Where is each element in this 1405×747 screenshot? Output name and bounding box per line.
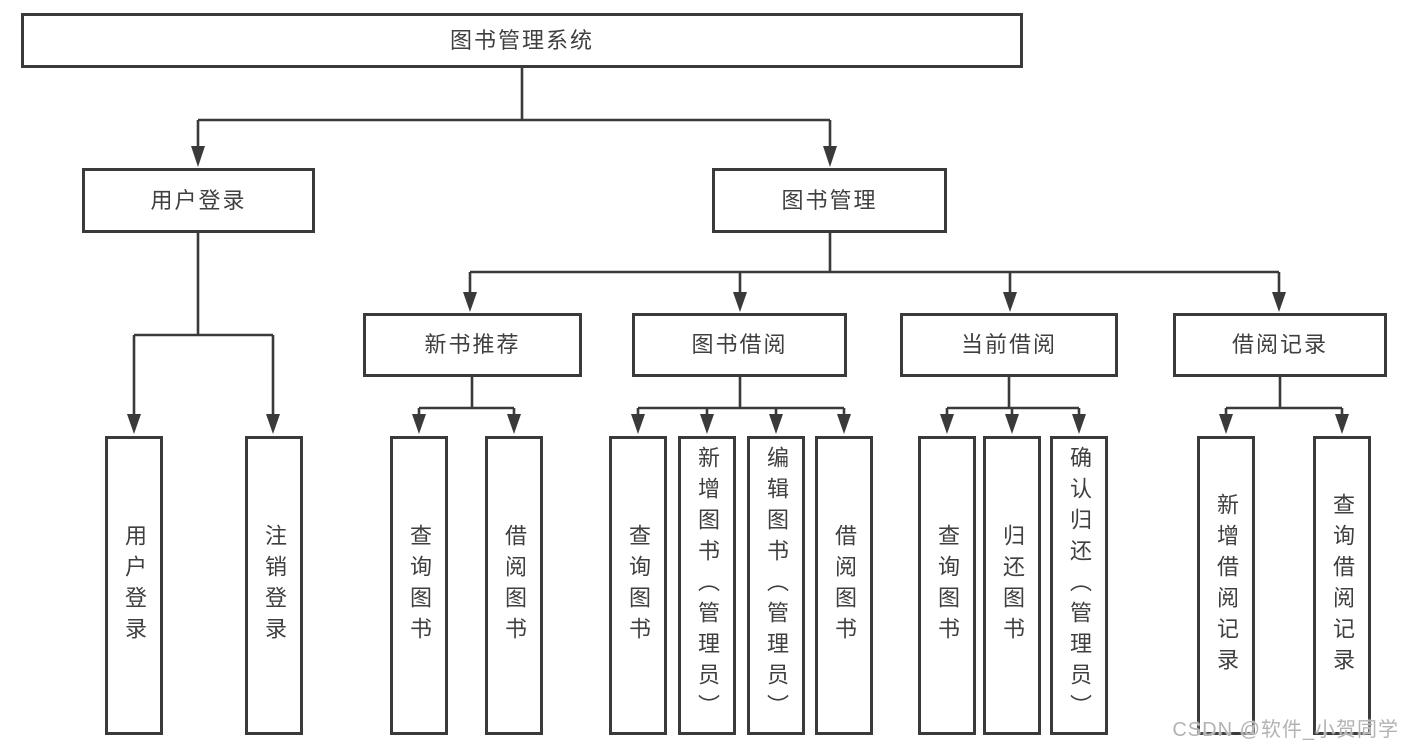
edge-borrowing-records-to-leaves: [1219, 377, 1349, 434]
node-leaf-query-books: 查询图书: [609, 436, 667, 735]
node-label: 当前借阅: [960, 332, 1057, 357]
node-label: 查询借阅记录: [1330, 492, 1355, 679]
node-user-login: 用户登录: [82, 168, 315, 233]
node-label: 查询图书: [935, 523, 960, 648]
node-label: 新增借阅记录: [1214, 492, 1239, 679]
node-leaf-edit-books-admin: 编辑图书（管理员）: [747, 436, 805, 735]
node-label: 编辑图书（管理员）: [764, 446, 789, 725]
node-label: 确认归还（管理员）: [1067, 446, 1092, 725]
node-label: 图书管理: [781, 187, 878, 213]
node-current-borrowing: 当前借阅: [900, 313, 1118, 377]
node-label: 新书推荐: [424, 332, 521, 357]
node-label: 归还图书: [1000, 523, 1025, 648]
edge-user-login-to-leaves: [127, 233, 280, 434]
node-label: 用户登录: [122, 523, 147, 648]
node-leaf-add-borrow-record: 新增借阅记录: [1197, 436, 1255, 735]
node-new-book-recommend: 新书推荐: [363, 313, 582, 377]
node-leaf-query-borrow-record: 查询借阅记录: [1313, 436, 1371, 735]
node-leaf-borrow-books: 借阅图书: [485, 436, 543, 735]
node-leaf-add-books-admin: 新增图书（管理员）: [678, 436, 736, 735]
node-leaf-user-login: 用户登录: [105, 436, 163, 735]
node-label: 新增图书（管理员）: [695, 446, 720, 725]
node-label: 借阅图书: [832, 523, 857, 648]
edge-book-borrowing-to-leaves: [631, 377, 851, 434]
edge-current-borrowing-to-leaves: [940, 377, 1086, 434]
node-borrowing-records: 借阅记录: [1173, 313, 1387, 377]
node-label: 查询图书: [626, 523, 651, 648]
node-library-management-system: 图书管理系统: [21, 13, 1023, 68]
node-leaf-query-books: 查询图书: [390, 436, 448, 735]
node-leaf-confirm-return-admin: 确认归还（管理员）: [1050, 436, 1108, 735]
edge-new-book-recommend-to-leaves: [412, 377, 521, 434]
node-label: 借阅记录: [1231, 332, 1328, 357]
edge-book-management-to-groups: [463, 233, 1286, 312]
node-label: 图书管理系统: [449, 27, 594, 53]
node-label: 借阅图书: [502, 523, 527, 648]
node-book-management: 图书管理: [712, 168, 947, 233]
node-book-borrowing: 图书借阅: [632, 313, 847, 377]
node-label: 注销登录: [262, 523, 287, 648]
node-label: 查询图书: [407, 523, 432, 648]
node-leaf-logout: 注销登录: [245, 436, 303, 735]
node-label: 图书借阅: [691, 332, 788, 357]
node-leaf-return-books: 归还图书: [983, 436, 1041, 735]
node-label: 用户登录: [150, 187, 247, 213]
node-leaf-borrow-books: 借阅图书: [815, 436, 873, 735]
node-leaf-query-books: 查询图书: [918, 436, 976, 735]
edge-root-to-level2: [191, 66, 837, 167]
csdn-watermark: CSDN @软件_小贺同学: [1172, 719, 1399, 741]
